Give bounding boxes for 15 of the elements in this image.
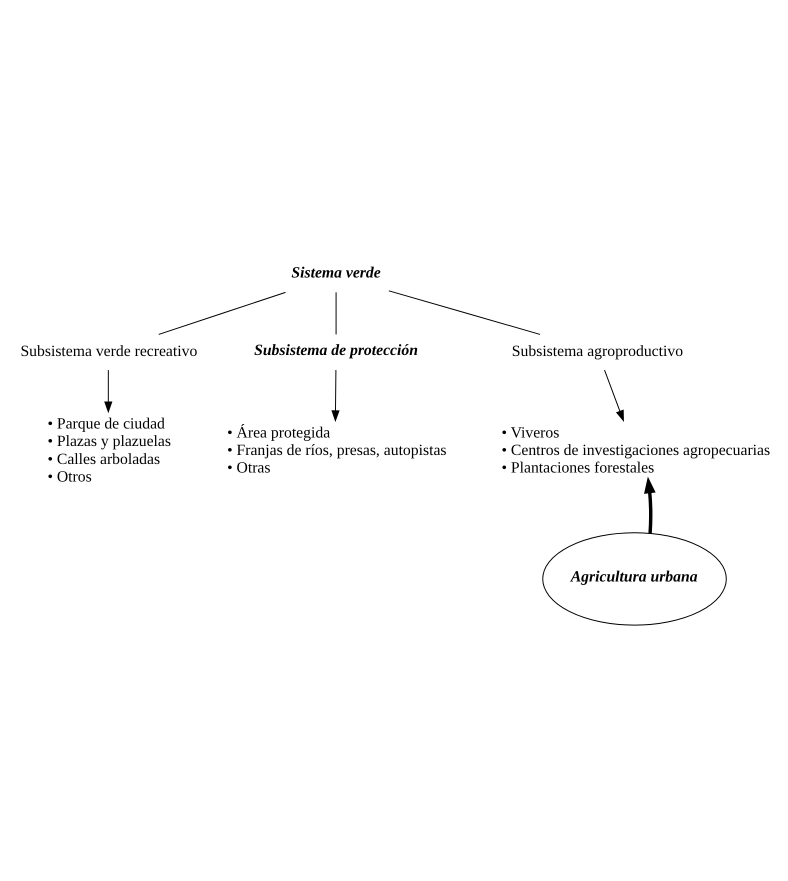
node-text: Subsistema agroproductivo: [512, 342, 684, 360]
node-text: Subsistema de protección: [254, 341, 418, 358]
node-text: Subsistema verde recreativo: [20, 342, 198, 360]
node-ellipse: Agricultura urbana: [542, 532, 727, 626]
node-text: • Área protegida • Franjas de ríos, presas, autopistas • Otras: [227, 424, 447, 476]
arrow: [604, 369, 624, 422]
arrow: [104, 369, 112, 413]
connector: [388, 290, 541, 334]
connector: [158, 291, 286, 334]
node-text: • Parque de ciudad • Plazas y plazuelas • Calles arboladas • Otros: [47, 415, 171, 486]
node-text: Sistema verde: [291, 264, 381, 281]
connector: [336, 291, 337, 334]
arrow: [331, 369, 340, 422]
arrow: [644, 476, 656, 534]
node-text: • Viveros • Centros de investigaciones agropecuarias • Plantaciones forestales: [502, 424, 770, 476]
